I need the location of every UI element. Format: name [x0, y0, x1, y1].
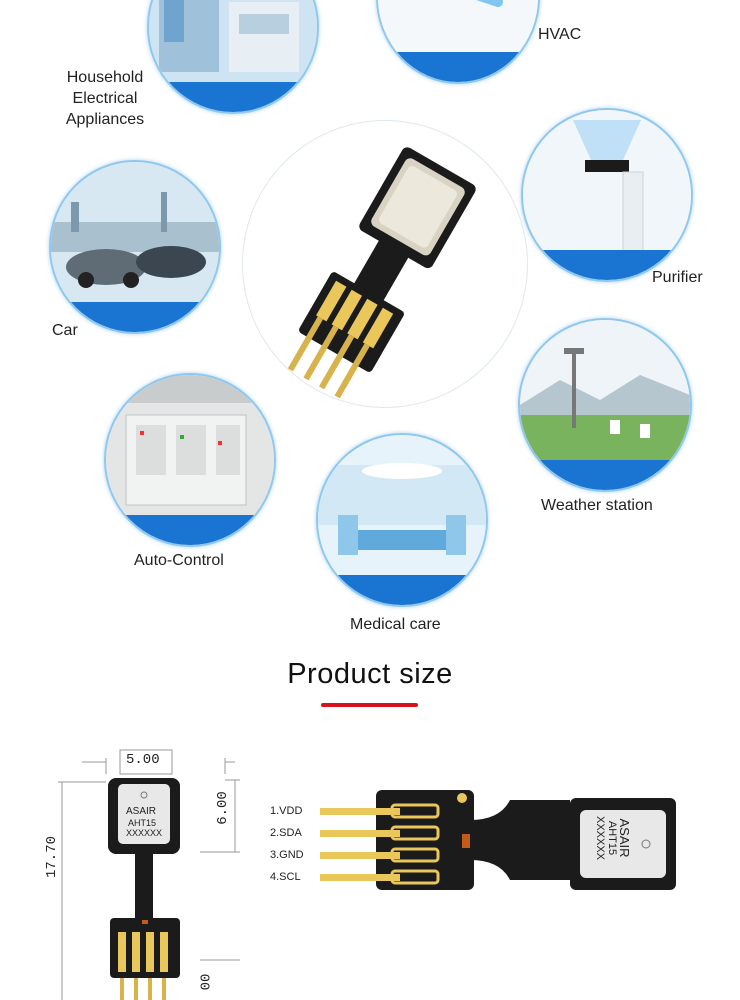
chip-serial: XXXXXX: [594, 815, 606, 861]
auto-control-image: [104, 373, 276, 547]
chip-brand-small: ASAIR: [126, 806, 157, 817]
household-appliances-image: [147, 0, 319, 114]
medical-care-label: Medical care: [350, 616, 441, 633]
pin-3-label: 3.GND: [270, 849, 304, 861]
weather-station-image: [518, 318, 692, 492]
dimension-drawing: [58, 749, 240, 1000]
hvac-label: HVAC: [538, 26, 582, 43]
sensor-module-image: [242, 120, 528, 408]
car-image: [49, 160, 221, 334]
pinout-drawing: [320, 790, 676, 890]
purifier-label: Purifier: [652, 269, 703, 286]
medical-care-image: [316, 433, 488, 607]
bottom-dimension: 00: [198, 973, 215, 991]
width-dimension: 5.00: [126, 752, 160, 768]
pin-4-label: 4.SCL: [270, 871, 301, 883]
hvac-image: [376, 0, 540, 84]
weather-station-label: Weather station: [541, 497, 653, 514]
chip-model: AHT15: [606, 820, 618, 856]
car-label: Car: [52, 322, 78, 339]
title-underline: [321, 703, 418, 707]
total-length-dimension: 17.70: [44, 835, 60, 878]
household-label: Household Electrical Appliances: [65, 69, 145, 128]
purifier-image: [521, 108, 693, 282]
chip-brand: ASAIR: [617, 818, 632, 858]
chip-model-small: AHT15: [128, 818, 157, 828]
pin-2-label: 2.SDA: [270, 827, 302, 839]
section-title: Product size: [287, 658, 453, 690]
chip-serial-small: XXXXXX: [126, 828, 163, 838]
chip-label-rotated: ASAIR AHT15 XXXXXX: [594, 808, 632, 868]
pin-1-label: 1.VDD: [270, 805, 303, 817]
auto-control-label: Auto-Control: [134, 552, 224, 569]
head-length-dimension: 6.00: [214, 791, 231, 825]
